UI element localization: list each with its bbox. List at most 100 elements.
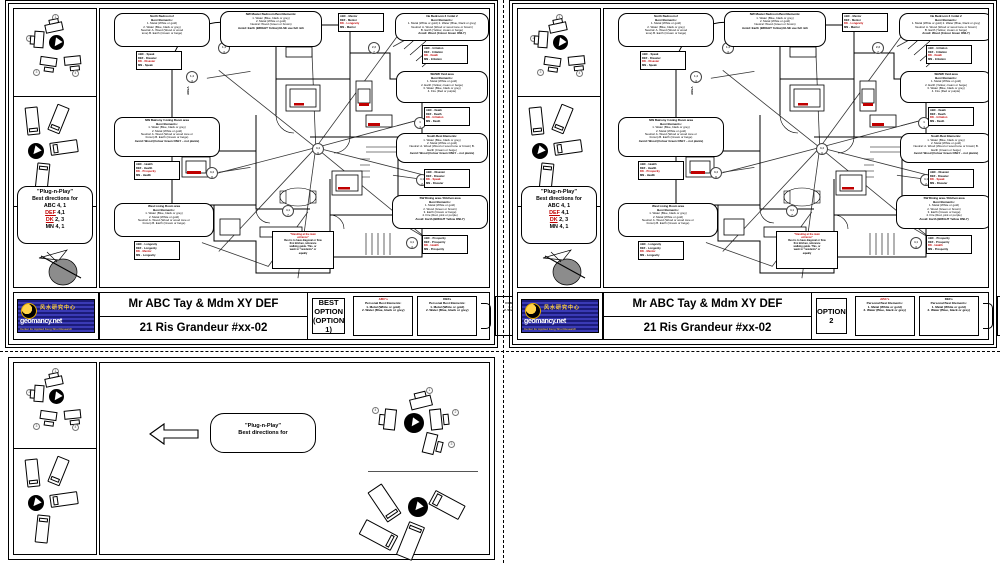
brace-icon: [982, 303, 993, 329]
desk-icon: [421, 431, 444, 456]
pnp-direction-row: DEF 4,1: [549, 210, 569, 216]
title-block-2: 风水研究中心 geomancy.net Center for Applied F…: [517, 292, 1000, 340]
option-line: BEST: [318, 298, 339, 307]
callout-sw-dining-kitchen: SW Dining area / Kitchen area Best Eleme…: [392, 195, 488, 229]
pnp-direction-row: DK 2, 3: [45, 217, 65, 223]
direction-box-nw-master: ABC -Mentor DEF -Mentor DK -Longevity MN…: [338, 13, 384, 32]
compass-icon: [28, 143, 44, 159]
client-info-cell: Mr ABC Tay & Mdm XY DEF 21 Ris Grandeur …: [604, 293, 812, 339]
option-line: OPTION 2: [817, 307, 846, 325]
desk-icon: [63, 409, 82, 426]
direction-box-ne-bedroom3: ABC -Irritation DEF -Irritation DK -Deat…: [926, 45, 972, 64]
desk-icon: [29, 384, 45, 403]
position-number: 4: [72, 424, 79, 431]
compass-icon: [49, 35, 64, 50]
position-number: 3: [537, 69, 544, 76]
bed-icon: [553, 139, 583, 156]
bed-icon: [34, 514, 51, 544]
callout-west-living-room: West Living Room area Best Elements: 1. …: [114, 203, 214, 237]
page-guide-vertical: [503, 0, 504, 563]
desk-direction-cluster: 1 2 3 4: [14, 363, 96, 449]
bed-icon: [47, 103, 70, 135]
bed-icon: [24, 458, 41, 488]
logo-cell: 风水研究中心 geomancy.net Center for Applied F…: [518, 293, 604, 339]
position-number: 1: [426, 387, 433, 394]
client-address: 21 Ris Grandeur #xx-02: [139, 321, 268, 334]
direction-box-north-bedroom: ABC -Speak DEF -Disaster DK -Disaster MN…: [136, 51, 182, 70]
element-legend-def: DEFs Personal Best Elements: 1. Metal (W…: [918, 296, 979, 336]
legend-column-1: 1 2 3 4: [13, 8, 97, 288]
position-number: 3: [33, 423, 40, 430]
yin-yang-icon: [525, 303, 541, 319]
desk-icon: [378, 408, 398, 431]
desk-icon: [63, 55, 82, 72]
element-legend-def: DEFs Personal Best Elements: 1. Metal (W…: [417, 296, 478, 336]
pnp-direction-row: DEF 4,1: [45, 210, 65, 216]
option-label-2: OPTION 2: [816, 298, 847, 334]
position-number: 4: [576, 70, 583, 77]
desk-direction-cluster: 1 2 3 4: [518, 9, 600, 97]
compass-icon: [532, 143, 548, 159]
logo-tagline: Center for Applied Feng Shui Research: [524, 327, 577, 331]
direction-box-nw-master: ABC -Mentor DEF -Mentor DK -Longevity MN…: [842, 13, 888, 32]
callout-north-bedroom-2: North Bedroom 2 Best Elements: 1. Metal …: [114, 13, 210, 47]
bed-icon: [49, 491, 79, 508]
option-line: OPTION: [314, 307, 343, 316]
legend-column-3: 1 2 3 4: [13, 362, 97, 555]
direction-box-west-living: ABC -Longevity DEF -Longevity DK -Mentor…: [638, 241, 684, 260]
plan-label-area: AREA: [186, 86, 190, 95]
direction-box-north-bedroom: ABC -Speak DEF -Disaster DK -Disaster MN…: [640, 51, 686, 70]
element-legend-abc: ABC's Personal Best Elements: 1. Metal (…: [854, 296, 915, 336]
client-address: 21 Ris Grandeur #xx-02: [643, 321, 772, 334]
desk-icon: [39, 409, 58, 427]
logo-cell: 风水研究中心 geomancy.net Center for Applied F…: [14, 293, 100, 339]
client-name: Mr ABC Tay & Mdm XY DEF: [632, 298, 783, 311]
pnp-subtitle: Best directions for: [536, 196, 582, 202]
callout-ne-bedroom-3: Ne Bedroom 3 / toilet 2 Best Elements: 1…: [899, 13, 988, 41]
logo-brand: geomancy.net: [524, 318, 566, 325]
callout-nw-balcony-living: NW Balcony / Living Room area Best Eleme…: [114, 117, 220, 157]
position-number: 4: [72, 70, 79, 77]
pnp-direction-row: MN 4, 1: [45, 224, 65, 230]
direction-box-nw-balcony: ABC -Health DEF -Health DK -Prosperity M…: [638, 161, 684, 180]
callout-north-bedroom-2: North Bedroom 2 Best Elements: 1. Metal …: [618, 13, 714, 47]
desk-icon: [44, 371, 64, 388]
bed-direction-cluster: [358, 481, 484, 561]
plan-label-area: AREA: [690, 86, 694, 95]
desk-icon: [543, 55, 562, 73]
callout-nw-master-bedroom: NW Master Bedroom Best Elements: 1. Wate…: [220, 11, 322, 47]
plan-note-block: "Standing at the main entrance" Best is …: [776, 231, 838, 269]
bed-icon: [528, 106, 545, 136]
position-number: 4: [372, 407, 379, 414]
callout-nw-balcony-living: NW Balcony / Living Room area Best Eleme…: [618, 117, 724, 157]
page-guide-horizontal: [0, 351, 1000, 352]
plan-note-block: "Standing at the main entrance" Best is …: [272, 231, 334, 269]
bed-icon: [358, 519, 399, 551]
desk-icon: [533, 30, 549, 49]
compass-icon: [408, 497, 428, 517]
plug-n-play-body: "Plug-n-Play" Best directions for 1 4: [99, 362, 490, 561]
callout-south: South Best Elements: 1. Water (Blue, bla…: [900, 133, 988, 163]
bed-direction-cluster: [14, 449, 96, 561]
client-name: Mr ABC Tay & Mdm XY DEF: [128, 298, 279, 311]
bed-icon: [47, 455, 70, 487]
client-info-cell: Mr ABC Tay & Mdm XY DEF 21 Ris Grandeur …: [100, 293, 308, 339]
plug-n-play-box: "Plug-n-Play" Best directions for ABC 4,…: [521, 186, 597, 244]
floor-plan-area-1: AREA MAIN PLAN 1,43 1,43 2,32 14 4,12 4,…: [99, 8, 490, 288]
legend-column-2: 1 2 3 4: [517, 8, 601, 288]
desk-icon: [548, 17, 568, 34]
pnp-direction-row: ABC 4, 1: [43, 203, 67, 209]
logo-chinese: 风水研究中心: [40, 305, 77, 311]
direction-box-se-yard: ABC -Death DEF -Death DK -Irritation MN …: [424, 107, 470, 126]
pnp-title: "Plug-n-Play": [540, 189, 578, 195]
bed-icon: [24, 106, 41, 136]
desk-direction-cluster: 1 4 2 3: [368, 385, 478, 456]
pnp-subtitle: Best directions for: [32, 196, 78, 202]
desk-direction-cluster: 1 2 3 4: [14, 9, 96, 97]
